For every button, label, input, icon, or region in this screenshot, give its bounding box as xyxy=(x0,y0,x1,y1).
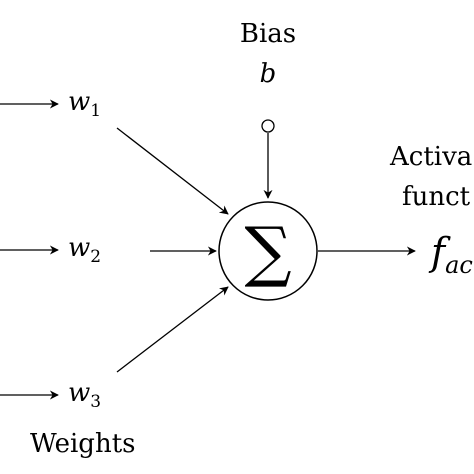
bias-title: Bias xyxy=(240,19,296,49)
activation-title-line2: funct xyxy=(402,182,471,212)
activation-title-line1: Activa xyxy=(389,142,472,172)
bias-symbol: b xyxy=(260,59,277,89)
weight-1-to-sum-arrow xyxy=(116,127,229,215)
weight-2-label: w2 xyxy=(68,233,101,267)
weight-3-to-sum-arrow xyxy=(116,286,229,373)
activation-function-symbol: fac xyxy=(428,230,473,279)
weight-3-label: w3 xyxy=(68,378,101,412)
weight-1-label: w1 xyxy=(68,87,101,121)
bias-node xyxy=(261,119,275,133)
weights-caption: Weights xyxy=(30,429,136,459)
summation-node xyxy=(218,201,318,301)
summation-symbol: ∑ xyxy=(244,213,291,290)
